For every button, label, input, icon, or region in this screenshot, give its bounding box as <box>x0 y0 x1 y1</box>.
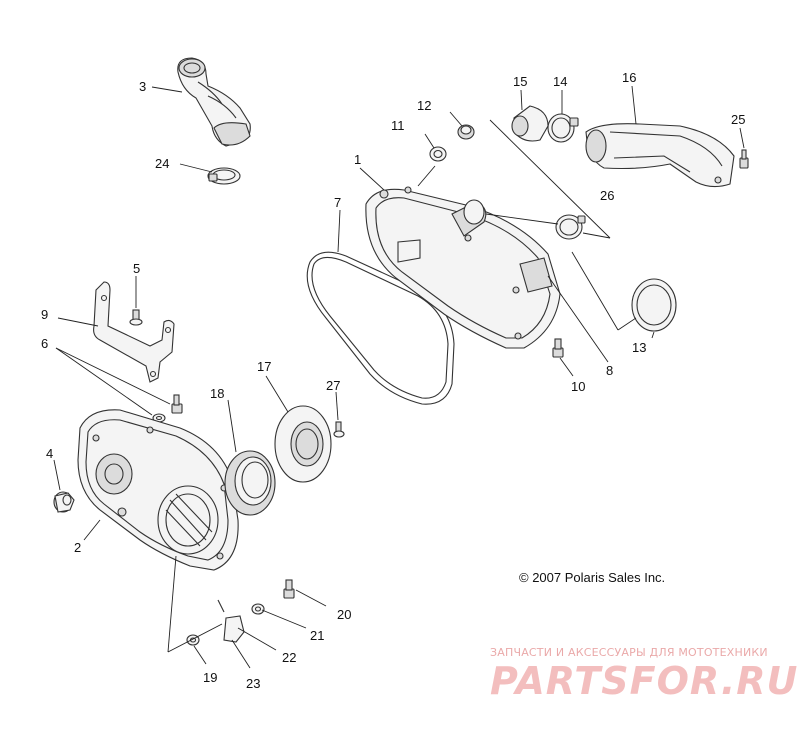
part-12-plug <box>457 124 475 140</box>
watermark: ЗАПЧАСТИ И АКСЕССУАРЫ ДЛЯ МОТОТЕХНИКИ PA… <box>490 646 798 703</box>
callout-21: 21 <box>310 628 324 643</box>
callout-1: 1 <box>354 152 361 167</box>
copyright-notice: © 2007 Polaris Sales Inc. <box>519 570 665 585</box>
callout-23: 23 <box>246 676 260 691</box>
callout-12: 12 <box>417 98 431 113</box>
part-26-clamp <box>555 214 586 240</box>
part-14-clamp <box>547 113 579 143</box>
part-11-o-ring <box>429 146 447 162</box>
callout-26: 26 <box>600 188 614 203</box>
callout-7: 7 <box>334 195 341 210</box>
callout-25: 25 <box>731 112 745 127</box>
callout-3: 3 <box>139 79 146 94</box>
part-9-bracket <box>93 281 175 383</box>
part-18-seal-ring <box>224 450 276 516</box>
callout-8: 8 <box>606 363 613 378</box>
callout-4: 4 <box>46 446 53 461</box>
part-22-clip <box>217 599 245 643</box>
callout-labels: 1 2 3 4 5 6 7 8 9 10 11 12 13 14 15 16 1… <box>41 70 745 691</box>
callout-9: 9 <box>41 307 48 322</box>
callout-17: 17 <box>257 359 271 374</box>
callout-16: 16 <box>622 70 636 85</box>
part-24-hose-clamp <box>207 167 241 185</box>
callout-10: 10 <box>571 379 585 394</box>
callout-19: 19 <box>203 670 217 685</box>
part-3-inlet-duct <box>177 57 251 147</box>
watermark-subtitle: ЗАПЧАСТИ И АКСЕССУАРЫ ДЛЯ МОТОТЕХНИКИ <box>490 646 768 659</box>
callout-13: 13 <box>632 340 646 355</box>
callout-5: 5 <box>133 261 140 276</box>
part-7-drive-belt <box>306 251 455 405</box>
watermark-brand: PARTSFOR.RU <box>490 659 798 703</box>
leader-lines <box>53 85 745 669</box>
part-4-bushing <box>53 491 75 513</box>
part-2-inner-cover <box>77 409 239 571</box>
part-10-screw <box>552 338 564 358</box>
callout-22: 22 <box>282 650 296 665</box>
part-6-screw-washer <box>152 394 183 423</box>
callout-24: 24 <box>155 156 169 171</box>
part-13-gasket <box>631 278 677 332</box>
callout-11: 11 <box>391 118 405 133</box>
part-15-coupler <box>511 105 549 142</box>
part-27-screw <box>333 421 345 438</box>
part-5-screw <box>129 309 143 326</box>
part-20-screw <box>283 579 295 599</box>
callout-2: 2 <box>74 540 81 555</box>
callout-27: 27 <box>326 378 340 393</box>
part-17-cover-plate <box>274 405 332 483</box>
part-21-washer <box>251 603 265 615</box>
callout-20: 20 <box>337 607 351 622</box>
part-25-screw <box>739 149 749 169</box>
callout-6: 6 <box>41 336 48 351</box>
callout-18: 18 <box>210 386 224 401</box>
callout-14: 14 <box>553 74 567 89</box>
part-1-outer-cover <box>365 186 561 349</box>
callout-15: 15 <box>513 74 527 89</box>
part-16-outlet-duct <box>585 123 735 188</box>
